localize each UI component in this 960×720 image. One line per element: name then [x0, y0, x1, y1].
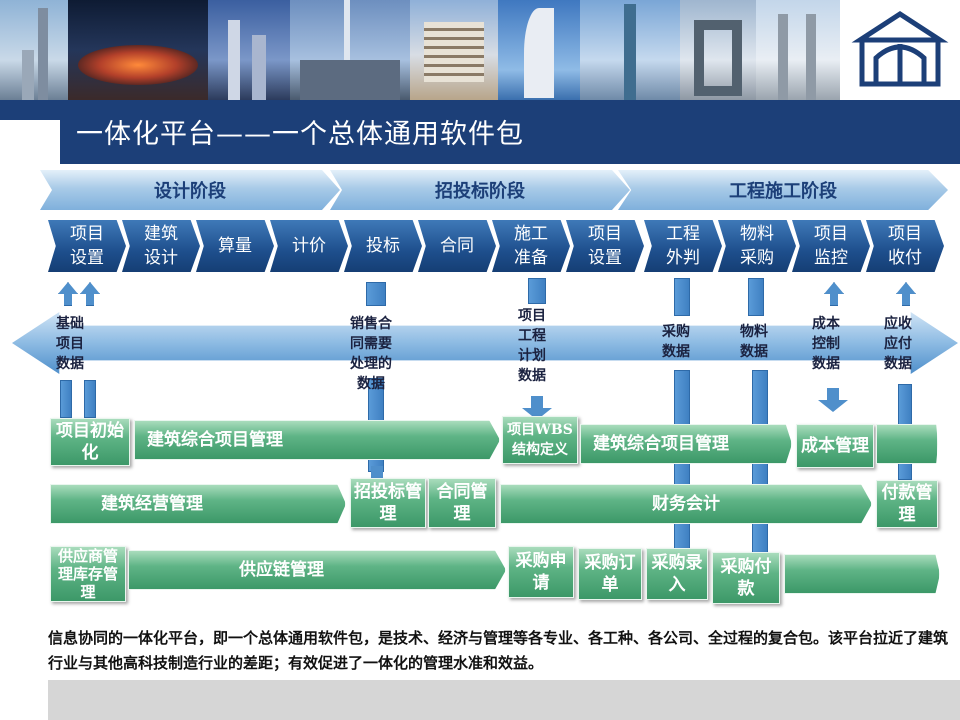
- up-arrow-icon: [58, 282, 78, 306]
- twin-towers-photo: [756, 0, 840, 100]
- up-arrow-icon: [896, 282, 916, 306]
- label-project-plan-data: 项目工程计划数据: [518, 308, 546, 384]
- process-step-label: 项目: [888, 224, 922, 244]
- module-payment-mgmt: 付款管理: [876, 480, 938, 528]
- module-business-mgmt: 建筑经营管理: [50, 484, 346, 524]
- label-cost-control-data: 成本控制数据: [812, 316, 840, 372]
- supertall-photo: [580, 0, 680, 100]
- label-sales-contract-data: 销售合同需要处理的数据: [350, 316, 392, 392]
- phase-design: 设计阶段: [40, 170, 340, 210]
- title-band-left: [0, 100, 60, 120]
- label-material-data: 物料数据: [740, 324, 768, 360]
- module-purchase-payment: 采购付款: [712, 552, 780, 604]
- process-step-label: 工程: [666, 224, 700, 244]
- module-financial-accounting: 财务会计: [500, 484, 872, 524]
- process-step-label: 计价: [292, 236, 326, 256]
- night-city-photo: [208, 0, 290, 100]
- tower-photo: [290, 0, 410, 100]
- process-step-label: 合同: [440, 236, 474, 256]
- module-blank-arrow: [784, 554, 940, 594]
- module-building-project-mgmt-2: 建筑综合项目管理: [580, 424, 792, 464]
- process-step-label: 算量: [218, 236, 252, 256]
- connector: [84, 380, 96, 418]
- phase-construction: 工程施工阶段: [618, 170, 948, 210]
- process-step: 项目设置: [48, 220, 126, 272]
- down-arrow-icon: [818, 388, 848, 412]
- process-step: 物料采购: [718, 220, 796, 272]
- description-text: 信息协同的一体化平台，即一个总体通用软件包，是技术、经济与管理等各专业、各工种、…: [48, 629, 949, 672]
- process-step-label: 建筑: [144, 224, 178, 244]
- phase-label: 招投标阶段: [435, 181, 525, 202]
- process-step-label: 设置: [70, 248, 104, 268]
- title-band: [60, 100, 960, 164]
- process-step-label: 项目: [814, 224, 848, 244]
- connector: [60, 380, 72, 418]
- process-step-label: 外判: [666, 248, 700, 268]
- process-step-label: 设置: [588, 248, 622, 268]
- sail-hotel-photo: [498, 0, 580, 100]
- up-arrow-icon: [80, 282, 100, 306]
- label-receivable-payable-data: 应收应付数据: [884, 316, 912, 372]
- connector: [748, 278, 764, 316]
- process-step-label: 准备: [514, 248, 548, 268]
- process-step-label: 投标: [366, 236, 400, 256]
- header-photo-strip: [0, 0, 960, 100]
- process-step: 项目监控: [792, 220, 870, 272]
- up-arrow-icon: [824, 282, 844, 306]
- process-step: 投标: [344, 220, 422, 272]
- connector: [366, 282, 386, 306]
- process-step-label: 采购: [740, 248, 774, 268]
- connector: [674, 278, 690, 316]
- process-step-label: 项目: [588, 224, 622, 244]
- stadium-photo: [68, 0, 208, 100]
- phase-label: 工程施工阶段: [729, 181, 837, 202]
- process-step: 合同: [418, 220, 496, 272]
- module-purchase-entry: 采购录入: [646, 548, 708, 600]
- module-supplier-inventory-mgmt: 供应商管理库存管理: [50, 546, 126, 602]
- process-step-label: 设计: [144, 248, 178, 268]
- module-purchase-order: 采购订单: [578, 548, 642, 600]
- connector: [528, 278, 546, 304]
- module-building-project-mgmt: 建筑综合项目管理: [134, 420, 500, 460]
- company-logo: [840, 0, 960, 100]
- label-base-data: 基础项目数据: [56, 316, 84, 372]
- process-step-label: 物料: [740, 224, 774, 244]
- process-step: 工程外判: [644, 220, 722, 272]
- label-purchase-data: 采购数据: [662, 324, 690, 360]
- process-step: 计价: [270, 220, 348, 272]
- module-supply-chain-mgmt: 供应链管理: [128, 550, 506, 590]
- module-cost-mgmt: 成本管理: [796, 424, 874, 468]
- module-contract-mgmt: 合同管理: [428, 478, 496, 528]
- process-step: 项目设置: [566, 220, 644, 272]
- module-bid-mgmt: 招投标管理: [350, 478, 426, 528]
- phase-bidding: 招投标阶段: [330, 170, 630, 210]
- process-step-label: 收付: [888, 248, 922, 268]
- footer-band: [48, 680, 960, 720]
- process-step-label: 施工: [514, 224, 548, 244]
- process-step: 项目收付: [866, 220, 944, 272]
- process-step: 施工准备: [492, 220, 570, 272]
- modern-building-photo: [410, 0, 498, 100]
- module-project-init: 项目初始化: [50, 418, 130, 466]
- process-step-label: 项目: [70, 224, 104, 244]
- module-wbs-definition: 项目WBS结构定义: [502, 416, 578, 464]
- phase-label: 设计阶段: [154, 181, 226, 202]
- process-step: 建筑设计: [122, 220, 200, 272]
- process-step: 算量: [196, 220, 274, 272]
- cctv-photo: [680, 0, 756, 100]
- process-step-label: 监控: [814, 248, 848, 268]
- skyline-photo: [0, 0, 68, 100]
- module-blank-arrow: [876, 424, 938, 464]
- module-purchase-request: 采购申请: [508, 546, 574, 598]
- slide-title: 一体化平台——一个总体通用软件包: [76, 119, 524, 150]
